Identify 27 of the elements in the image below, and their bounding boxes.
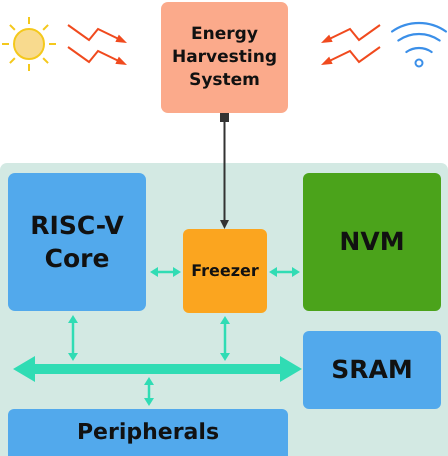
double-arrow xyxy=(220,316,230,361)
box-label: Freezer xyxy=(191,261,259,281)
arrow xyxy=(276,356,302,382)
zigzag-arrow xyxy=(321,24,381,43)
wifi-icon xyxy=(390,20,448,68)
zigzag-arrow xyxy=(321,46,381,65)
box-label: NVM xyxy=(339,227,405,257)
component-box xyxy=(8,409,288,456)
component-box xyxy=(303,173,441,311)
double-arrow xyxy=(150,267,181,277)
box-label: Peripherals xyxy=(76,418,220,446)
component-box xyxy=(161,2,288,113)
double-arrow xyxy=(68,315,78,361)
zigzag-arrow xyxy=(67,24,127,43)
component-box xyxy=(183,229,267,313)
box-label: RISC-V Core xyxy=(29,210,125,275)
component-box xyxy=(303,331,441,409)
double-arrow xyxy=(269,267,300,277)
component-box xyxy=(8,173,146,311)
chip-panel xyxy=(0,163,448,456)
box-label: Energy Harvesting System xyxy=(170,23,278,92)
zigzag-arrow xyxy=(67,46,127,65)
box-label: SRAM xyxy=(331,355,413,385)
double-arrow xyxy=(144,377,154,406)
bus-bar xyxy=(13,356,276,382)
sun-icon xyxy=(0,15,58,73)
arrow xyxy=(220,113,229,229)
